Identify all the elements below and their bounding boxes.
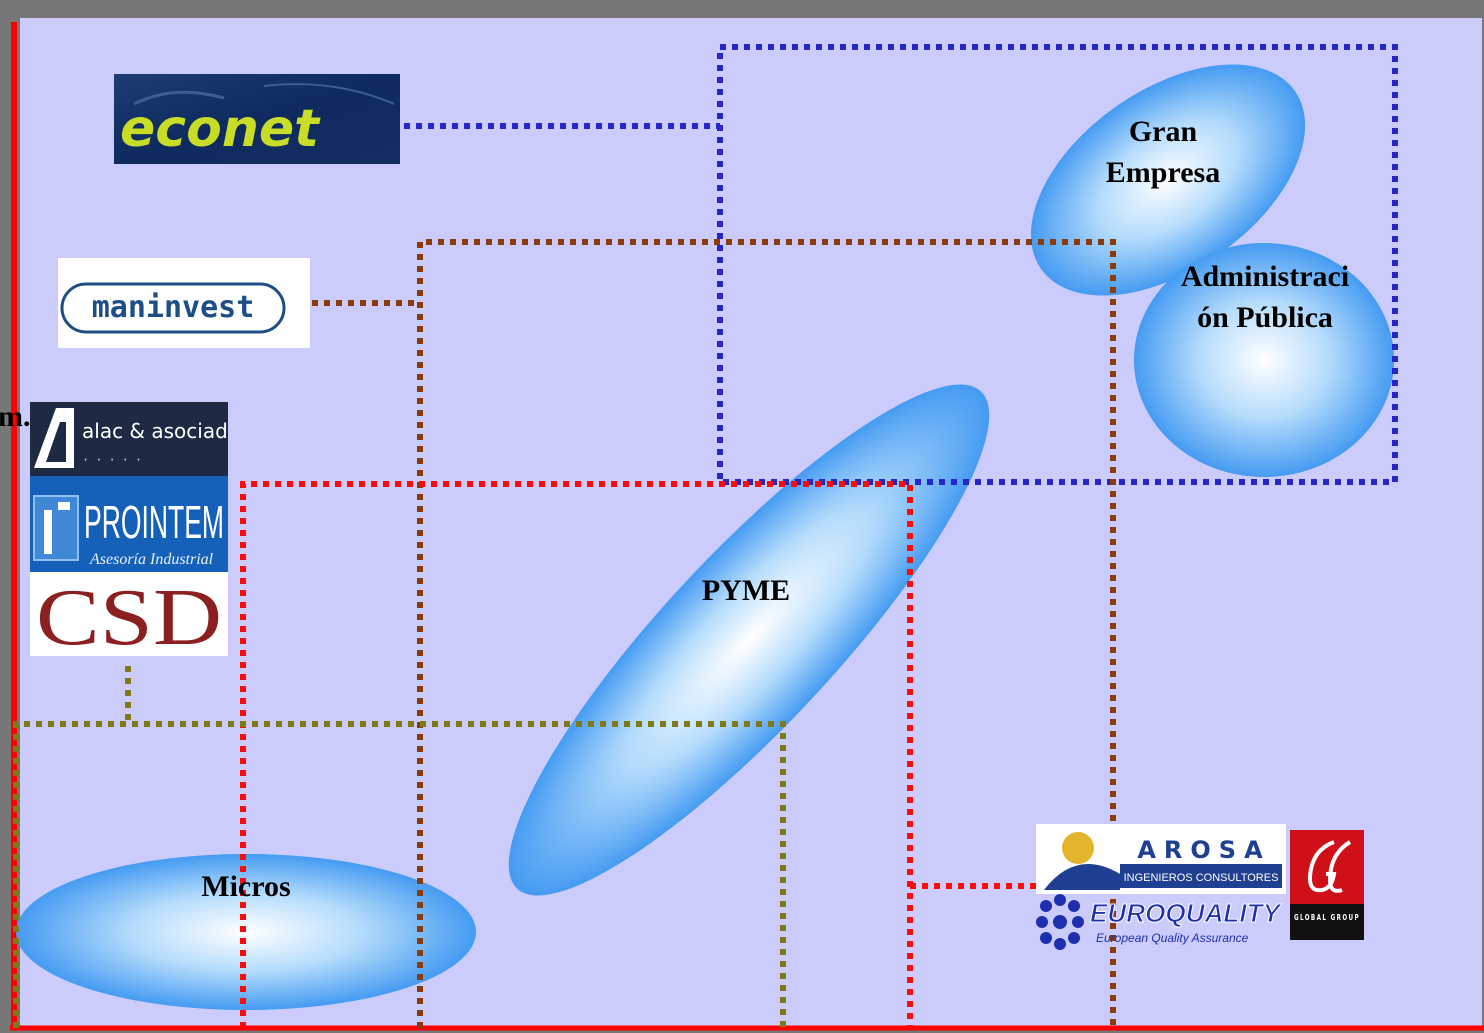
logo-euroquality-text: EUROQUALITY	[1090, 898, 1283, 928]
logo-alac-asociados: alac & asociados ·····	[30, 402, 228, 476]
logo-prointem-text: PROINTEM	[84, 496, 224, 548]
logo-euroquality: EUROQUALITY European Quality Assurance	[1034, 892, 1286, 954]
bubble-administracion-publica	[1134, 243, 1394, 477]
bubble-pyme	[508, 384, 990, 896]
label-administracion-publica: Administraci ón Pública	[1180, 260, 1350, 334]
label-pyme: PYME	[701, 574, 791, 607]
logo-global-group: GLOBAL GROUP	[1290, 830, 1364, 940]
logo-prointem-subtext: Asesoría Industrial	[89, 551, 214, 568]
logo-arosa-text: AROSA	[1137, 836, 1270, 864]
label-micros: Micros	[201, 870, 291, 903]
logo-arosa-subtext: INGENIEROS CONSULTORES	[1124, 872, 1279, 884]
label-gran-empresa: Gran Empresa	[1105, 115, 1221, 189]
link-econet	[404, 44, 1398, 485]
logo-euroquality-subtext: European Quality Assurance	[1096, 931, 1249, 945]
link-maninvest	[312, 239, 1116, 1028]
bubble-gran-empresa	[1030, 64, 1306, 296]
logo-global-group-text: GLOBAL GROUP	[1294, 913, 1360, 922]
logo-econet: econet	[114, 74, 400, 164]
euroquality-dots	[1036, 894, 1084, 950]
logo-arosa: AROSA INGENIEROS CONSULTORES	[1036, 824, 1286, 894]
logo-csd: CSD	[30, 572, 228, 656]
logo-maninvest-text: maninvest	[92, 290, 255, 325]
logo-csd-text: CSD	[36, 574, 222, 656]
logo-prointem: PROINTEM Asesoría Industrial	[30, 476, 228, 572]
link-pyme-group	[240, 481, 1038, 1028]
logo-maninvest: maninvest	[58, 258, 310, 348]
logo-alac-dots: ·····	[82, 453, 148, 467]
logo-econet-text: econet	[120, 99, 321, 159]
link-small-group	[13, 666, 786, 1028]
logo-alac-text: alac & asociados	[82, 419, 228, 443]
